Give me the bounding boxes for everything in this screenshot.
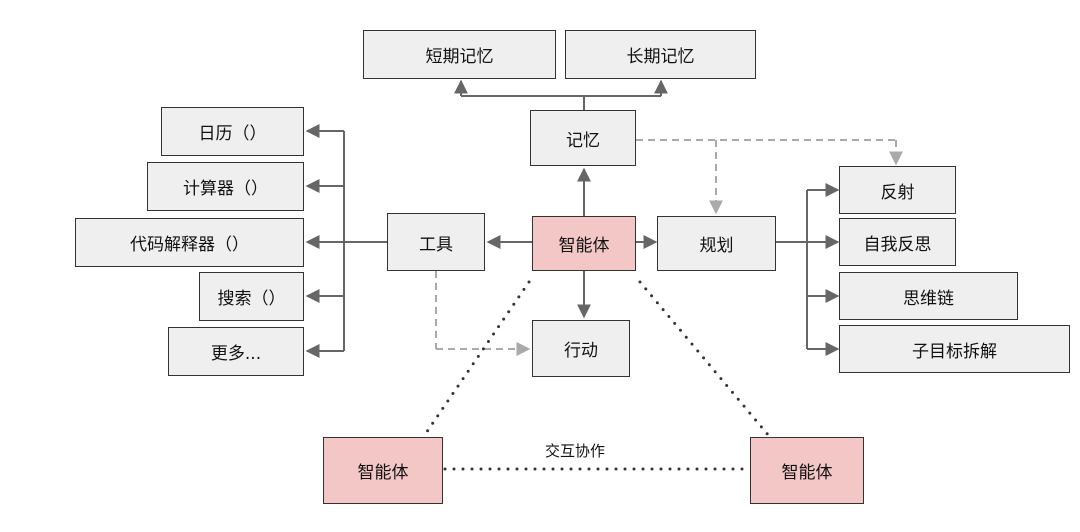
node-more: 更多... bbox=[168, 327, 304, 376]
node-reflection: 反射 bbox=[839, 166, 956, 214]
node-tools: 工具 bbox=[387, 213, 485, 271]
edge-memory-to-stores bbox=[454, 79, 668, 110]
node-subgoal-decomposition: 子目标拆解 bbox=[839, 325, 1070, 373]
node-self-critique: 自我反思 bbox=[839, 218, 956, 266]
node-calendar: 日历（） bbox=[161, 107, 304, 156]
node-agent-center: 智能体 bbox=[532, 216, 636, 271]
node-code-interpreter: 代码解释器（） bbox=[75, 218, 304, 267]
node-calculator: 计算器（） bbox=[147, 162, 304, 211]
node-agent-left: 智能体 bbox=[323, 437, 443, 504]
node-chain-of-thought: 思维链 bbox=[839, 272, 1018, 320]
edge-tools-to-toolset bbox=[305, 124, 387, 358]
node-agent-right: 智能体 bbox=[750, 437, 864, 504]
edge-multi-agent-dotted bbox=[422, 280, 771, 471]
node-short-term-memory: 短期记忆 bbox=[363, 30, 556, 79]
edge-planning-to-strategies bbox=[776, 183, 840, 356]
edge-memory-dashed bbox=[636, 139, 903, 215]
node-memory: 记忆 bbox=[530, 110, 636, 166]
label-interaction: 交互协作 bbox=[545, 442, 606, 460]
node-planning: 规划 bbox=[657, 216, 776, 271]
edge-tools-to-action-dashed bbox=[435, 271, 531, 356]
node-search: 搜索（） bbox=[199, 272, 304, 321]
node-action: 行动 bbox=[532, 320, 630, 377]
node-long-term-memory: 长期记忆 bbox=[565, 30, 756, 79]
